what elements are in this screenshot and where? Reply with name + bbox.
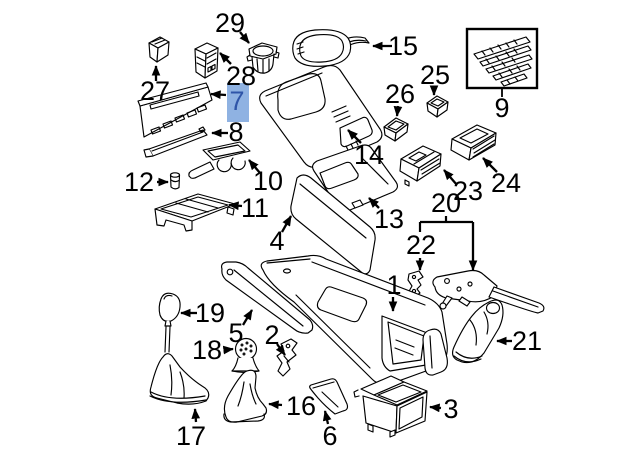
label-part-18[interactable]: 18 xyxy=(192,335,222,365)
label-part-11[interactable]: 11 xyxy=(241,193,269,223)
arrow-to-part-5 xyxy=(242,309,253,326)
part-18-shift-knob-golfball-drawing xyxy=(231,337,260,374)
part-5-trim-strip-drawing xyxy=(220,261,314,334)
part-16-shift-boot-drawing xyxy=(223,369,268,423)
part-26-tray-insert-drawing xyxy=(383,117,409,142)
armrest-lid-drawing xyxy=(292,29,352,67)
part-27-switch-drawing xyxy=(148,36,170,63)
arrow-to-part-23 xyxy=(443,169,458,186)
arrow-to-part-14 xyxy=(347,129,362,144)
arrow-to-part-16 xyxy=(268,400,283,410)
part-17-shift-boot-drawing xyxy=(149,353,210,405)
label-part-22[interactable]: 22 xyxy=(406,230,436,260)
arrow-to-part-3 xyxy=(429,403,442,413)
arrow-to-part-29 xyxy=(239,31,250,44)
part-25-switch-drawing xyxy=(426,95,449,118)
part-7-trim-panel-drawing xyxy=(137,82,213,138)
part-29-cupholder-insert-drawing xyxy=(246,42,280,74)
part-9-coin-tray-set-drawing xyxy=(465,27,539,90)
part-12-lighter-drawing xyxy=(169,172,181,190)
label-part-20[interactable]: 20 xyxy=(431,188,461,218)
part-24-switch-unit-drawing xyxy=(450,124,497,161)
part-20-group-bracket xyxy=(418,216,473,232)
label-part-7-highlighted[interactable]: 7 xyxy=(229,86,244,116)
label-part-9[interactable]: 9 xyxy=(494,93,509,123)
part-19-shift-knob-drawing xyxy=(158,292,181,353)
part-13-lower-trim-drawing xyxy=(311,144,399,212)
label-part-2[interactable]: 2 xyxy=(264,320,279,350)
part-23-switch-unit-drawing xyxy=(399,145,442,187)
arrow-to-part-17 xyxy=(191,408,201,423)
arrow-to-part-7 xyxy=(210,90,227,100)
part-4-side-trim-panel-drawing xyxy=(290,174,376,275)
label-part-12[interactable]: 12 xyxy=(124,167,154,197)
label-part-8[interactable]: 8 xyxy=(228,117,243,147)
part-14-upper-console-panel-drawing xyxy=(259,64,383,168)
part-6-trim-wedge-drawing xyxy=(309,378,349,415)
label-part-29[interactable]: 29 xyxy=(215,8,245,38)
arrow-to-part-2 xyxy=(275,343,286,356)
arrow-to-part-4 xyxy=(280,215,293,233)
label-part-1[interactable]: 1 xyxy=(386,270,401,300)
arrow-to-part-13 xyxy=(368,197,380,209)
label-part-14[interactable]: 14 xyxy=(354,140,384,170)
part-20-handbrake-lever-drawing xyxy=(432,269,545,314)
label-part-16[interactable]: 16 xyxy=(286,391,316,421)
label-part-5[interactable]: 5 xyxy=(228,318,243,348)
arrow-to-part-24 xyxy=(482,157,498,173)
label-part-19[interactable]: 19 xyxy=(195,298,225,328)
part-1-center-console-drawing xyxy=(260,254,448,386)
arrow-to-part-6 xyxy=(322,410,332,425)
part-2-bracket-drawing xyxy=(276,338,298,377)
label-part-4[interactable]: 4 xyxy=(269,226,284,256)
label-part-25[interactable]: 25 xyxy=(420,60,450,90)
label-part-28[interactable]: 28 xyxy=(226,61,256,91)
part-8-trim-strip-drawing xyxy=(143,126,208,158)
label-part-17[interactable]: 17 xyxy=(176,421,206,451)
highlight-box-part-7[interactable] xyxy=(227,83,249,122)
arrow-to-part-18 xyxy=(222,345,234,355)
label-part-24[interactable]: 24 xyxy=(491,168,521,198)
part-21-handbrake-boot-drawing xyxy=(451,299,504,364)
label-part-21[interactable]: 21 xyxy=(512,326,542,356)
label-part-23[interactable]: 23 xyxy=(453,176,483,206)
arrow-to-part-26 xyxy=(393,105,403,117)
part-28-switch-pack-drawing xyxy=(194,42,219,79)
label-part-3[interactable]: 3 xyxy=(443,394,458,424)
part-11-storage-tray-drawing xyxy=(154,193,236,232)
label-part-10[interactable]: 10 xyxy=(253,166,283,196)
arrow-to-part-10 xyxy=(248,159,261,174)
part-3-rear-console-box-drawing xyxy=(353,375,428,438)
label-part-27[interactable]: 27 xyxy=(140,76,170,106)
label-part-13[interactable]: 13 xyxy=(374,204,404,234)
part-10-cupholder-drawing xyxy=(188,141,251,179)
label-part-15[interactable]: 15 xyxy=(388,31,418,61)
label-part-26[interactable]: 26 xyxy=(385,79,415,109)
arrow-to-part-11 xyxy=(228,201,243,211)
label-part-6[interactable]: 6 xyxy=(322,421,337,451)
arrow-to-part-28 xyxy=(219,52,232,65)
